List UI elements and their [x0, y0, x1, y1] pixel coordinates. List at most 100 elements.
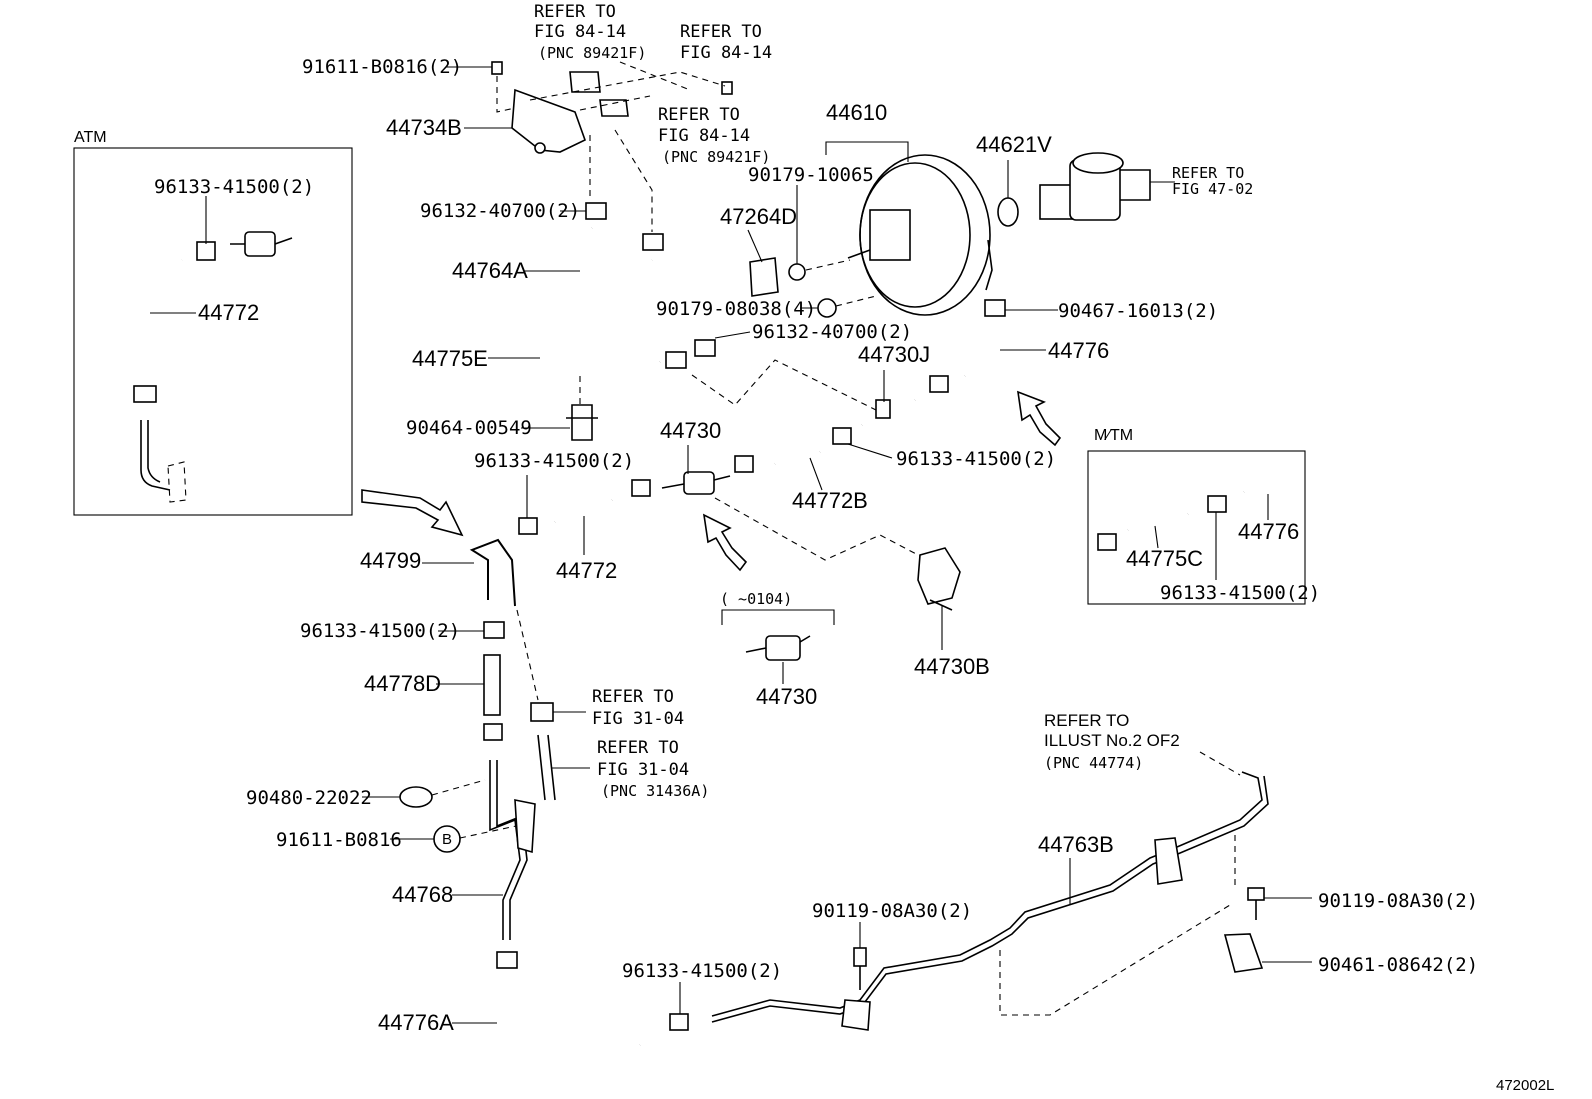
atm-box-label: ATM [74, 129, 107, 146]
part-44730-alt: 44730 [756, 684, 818, 709]
fig31-clamp-icon [530, 702, 554, 722]
part-44776-main: 44776 [1048, 338, 1110, 363]
part-44772b: 44772B [792, 488, 868, 513]
dash-right-bracket [999, 835, 1236, 1016]
part-44730: 44730 [660, 418, 722, 443]
ref-mid-line2: FIG 84-14 [658, 126, 751, 146]
clamp-lower-2 [483, 723, 503, 741]
clip-90464-icon [566, 404, 598, 441]
part-96133-left: 96133-41500(2) [474, 450, 635, 472]
clamp-96133-left [518, 517, 538, 535]
range-note: ( ~0104) [720, 590, 793, 608]
atm-lower-pipe-2 [147, 420, 161, 483]
bracket-44734b-icon [511, 71, 629, 154]
figure-id: 472002L [1496, 1077, 1555, 1094]
part-90480: 90480-22022 [246, 787, 372, 809]
ref-illust-line1: REFER TO [1044, 711, 1130, 730]
part-96133-bottom: 96133-41500(2) [622, 960, 783, 982]
ref-top-right-line2: FIG 84-14 [680, 43, 773, 63]
part-44775e: 44775E [412, 346, 488, 371]
part-44778d: 44778D [364, 671, 442, 696]
dash-44799 [516, 609, 539, 701]
part-90461: 90461-08642(2) [1318, 954, 1479, 976]
clamp-90461-icon [1223, 933, 1264, 973]
nut-90179-08038-icon [817, 298, 837, 318]
dash-grommet [431, 779, 486, 796]
ref-top-left-line2: FIG 84-14 [534, 22, 627, 42]
part-44768: 44768 [392, 882, 454, 907]
hose-44799 [469, 538, 516, 607]
arrow-mtm-icon [1017, 390, 1062, 447]
hose-44778d-icon [483, 654, 501, 716]
dash-illust [1199, 751, 1241, 776]
mtm-box [1087, 450, 1306, 605]
dash-circle-b [459, 825, 517, 839]
bracket-44768-icon [514, 799, 536, 854]
dash-bolt-bracket [496, 61, 726, 113]
arrow-center-icon [702, 513, 748, 572]
part-91611-b: 91611-B0816 [276, 829, 402, 851]
part-44621v: 44621V [976, 132, 1052, 157]
part-90179-08038: 90179-08038(4) [656, 298, 817, 320]
bolt-90119-right-icon [1247, 887, 1265, 920]
ref-pump-line2: FIG 47-02 [1172, 180, 1254, 198]
clamp-near-44776 [929, 375, 949, 393]
part-44763b: 44763B [1038, 832, 1114, 857]
dash-nut-booster [805, 259, 851, 271]
nut-90179-10065-icon [788, 263, 806, 281]
ref-fig31a-line1: REFER TO [592, 687, 674, 707]
clamp-96133-lower [483, 621, 505, 639]
ref-pump-line1: REFER TO [1172, 164, 1245, 182]
clamp-bottom-left [496, 951, 518, 969]
leader-96132-mid [714, 331, 751, 339]
grommet-90480-icon [399, 786, 433, 808]
bracket-44610 [825, 141, 909, 162]
leader-44772b [809, 457, 823, 491]
bracket-bottom-icon [841, 999, 871, 1031]
atm-lower-pipe [140, 420, 171, 491]
dash-vertical-2 [614, 129, 653, 232]
check-valve-alt-icon [745, 635, 811, 661]
atm-bracket-icon [167, 461, 187, 503]
part-44610: 44610 [826, 100, 888, 125]
part-44772-main: 44772 [556, 558, 618, 583]
part-44734b: 44734B [386, 115, 462, 140]
atm-hose-44772 [135, 255, 183, 375]
mtm-clamp-b [1207, 495, 1227, 513]
part-90119-right: 90119-08A30(2) [1318, 890, 1479, 912]
leader-96133-right [847, 443, 893, 459]
ref-mid-line3: (PNC 89421F) [662, 148, 771, 166]
leader-47264d [747, 229, 763, 263]
part-44730j: 44730J [858, 342, 931, 367]
part-91611-top: 91611-B0816(2) [302, 56, 463, 78]
mtm-clamp-a [1097, 533, 1117, 551]
tee-44730j-icon [859, 395, 918, 430]
dash-44730j [691, 359, 877, 411]
part-44799: 44799 [360, 548, 422, 573]
part-96132-top: 96132-40700(2) [420, 200, 581, 222]
clamp-96132-mid-b [694, 339, 716, 357]
bolt-top-icon [491, 61, 733, 95]
part-44775c: 44775C [1126, 546, 1204, 571]
part-44772-atm: 44772 [198, 300, 260, 325]
clamp-center-a [631, 479, 651, 497]
part-47264d: 47264D [720, 204, 798, 229]
part-44776-mtm: 44776 [1238, 519, 1300, 544]
part-96133-atm: 96133-41500(2) [154, 176, 315, 198]
bolt-90119-mid-icon [853, 947, 867, 990]
clamp-center-b [734, 455, 754, 473]
ref-illust-line2: ILLUST No.2 OF2 [1044, 731, 1180, 750]
atm-check-valve-icon [230, 231, 293, 257]
check-valve-44730-icon [661, 471, 731, 495]
part-44776a: 44776A [378, 1010, 454, 1035]
dash-44730b [714, 497, 921, 561]
part-96133-lower: 96133-41500(2) [300, 620, 461, 642]
brake-booster-icon [847, 154, 993, 316]
clamp-96132-top [585, 202, 607, 220]
bracket-47264d-icon [749, 257, 779, 297]
circle-b-label: B [442, 831, 453, 848]
clamp-96132-mid-a [665, 351, 687, 369]
part-44730b: 44730B [914, 654, 990, 679]
